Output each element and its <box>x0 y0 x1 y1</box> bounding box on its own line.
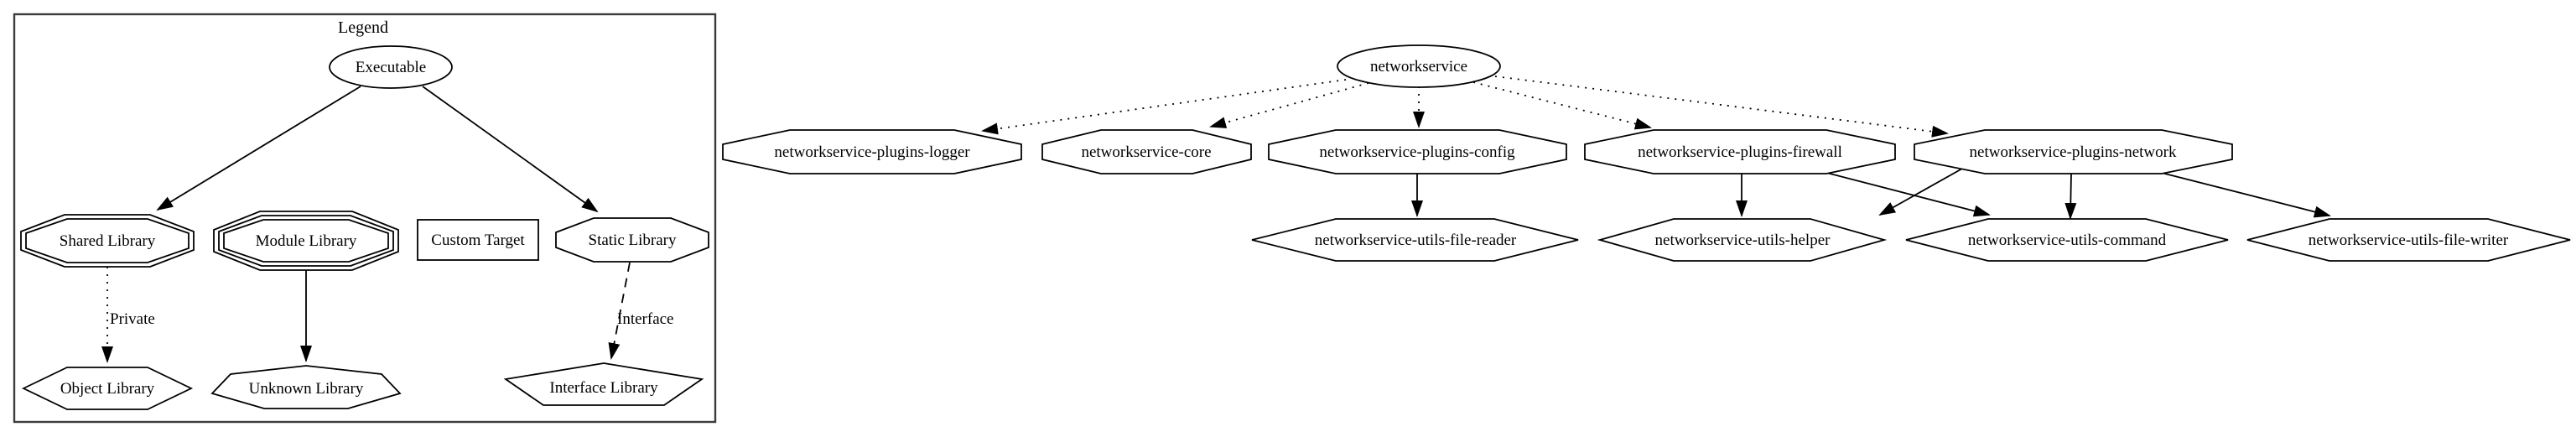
svg-text:networkservice-utils-file-writ: networkservice-utils-file-writer <box>2309 232 2509 249</box>
svg-text:networkservice-utils-helper: networkservice-utils-helper <box>1655 232 1831 249</box>
edge-network-file-writer <box>2148 169 2331 218</box>
node-networkservice-plugins-config: networkservice-plugins-config <box>1268 129 1567 174</box>
legend-node-shared-library: Shared Library <box>20 214 195 268</box>
svg-text:Object Library: Object Library <box>60 380 155 398</box>
svg-text:networkservice-plugins-network: networkservice-plugins-network <box>1970 143 2177 161</box>
svg-text:Custom Target: Custom Target <box>431 232 525 249</box>
node-networkservice-plugins-firewall: networkservice-plugins-firewall <box>1584 129 1896 174</box>
edge-root-core <box>1209 82 1369 128</box>
legend-node-unknown-library: Unknown Library <box>210 365 402 409</box>
edge-network-command <box>2064 173 2077 220</box>
dependency-graph: networkservice networkservice-plugins-lo… <box>722 44 2571 262</box>
svg-text:Static Library: Static Library <box>589 232 677 249</box>
svg-text:networkservice-plugins-config: networkservice-plugins-config <box>1319 143 1515 161</box>
legend-edge-executable-static <box>422 86 599 213</box>
legend-node-executable: Executable <box>329 45 453 89</box>
legend-edge-executable-shared <box>156 86 361 211</box>
svg-text:Executable: Executable <box>356 59 426 76</box>
node-networkservice-utils-file-reader: networkservice-utils-file-reader <box>1251 218 1579 262</box>
legend-node-module-library: Module Library <box>213 211 399 271</box>
svg-text:Interface Library: Interface Library <box>549 379 658 397</box>
node-networkservice-core: networkservice-core <box>1041 129 1252 174</box>
legend-label-interface: Interface <box>617 310 674 328</box>
node-networkservice-plugins-logger: networkservice-plugins-logger <box>722 129 1022 174</box>
node-networkservice-utils-command: networkservice-utils-command <box>1905 218 2229 262</box>
node-networkservice-plugins-network: networkservice-plugins-network <box>1914 129 2233 174</box>
legend-border <box>13 13 717 424</box>
node-networkservice-utils-file-writer: networkservice-utils-file-writer <box>2246 218 2571 262</box>
edge-root-plugins-logger <box>981 79 1347 135</box>
svg-text:networkservice-utils-file-read: networkservice-utils-file-reader <box>1315 232 1517 249</box>
legend-edge-interface <box>608 262 631 360</box>
legend-title: Legend <box>338 18 388 37</box>
legend-node-custom-target: Custom Target <box>417 219 539 261</box>
edge-root-plugins-firewall <box>1472 81 1652 130</box>
legend-node-object-library: Object Library <box>21 367 194 410</box>
svg-text:networkservice: networkservice <box>1370 58 1467 75</box>
edge-root-plugins-network <box>1494 75 1949 138</box>
legend-node-static-library: Static Library <box>555 217 709 263</box>
svg-text:networkservice-plugins-firewal: networkservice-plugins-firewall <box>1638 143 1842 161</box>
svg-text:Unknown Library: Unknown Library <box>249 380 364 398</box>
edge-network-helper <box>1878 168 1963 216</box>
edge-firewall-command <box>1810 168 1991 217</box>
svg-text:Module Library: Module Library <box>256 232 357 250</box>
legend: Legend Private Interface Executable Shar… <box>13 13 717 424</box>
svg-text:networkservice-utils-command: networkservice-utils-command <box>1968 232 2167 249</box>
svg-text:Shared Library: Shared Library <box>60 232 156 250</box>
node-networkservice: networkservice <box>1337 44 1501 88</box>
node-networkservice-utils-helper: networkservice-utils-helper <box>1597 218 1888 262</box>
svg-text:networkservice-plugins-logger: networkservice-plugins-logger <box>774 143 970 161</box>
legend-label-private: Private <box>110 310 155 328</box>
legend-node-interface-library: Interface Library <box>503 362 704 406</box>
svg-text:networkservice-core: networkservice-core <box>1081 143 1211 161</box>
